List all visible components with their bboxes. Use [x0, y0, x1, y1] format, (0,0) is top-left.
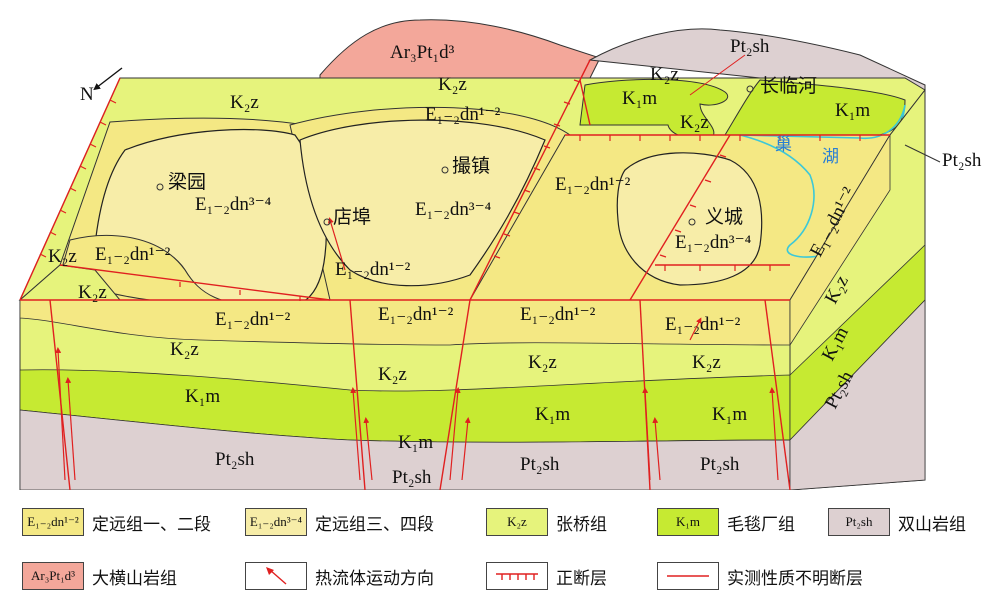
legend-text-ar3pt1d3: 大横山岩组 [92, 568, 177, 589]
legend: E₁₋₂dn¹⁻² 定远组一、二段 E₁₋₂dn³⁻⁴ 定远组三、四段 K₂z … [0, 495, 1000, 606]
legend-text-normal-fault: 正断层 [556, 568, 607, 589]
place-dianbu: 店埠 [333, 206, 371, 228]
e-dn34-sazhen [299, 119, 546, 287]
lake-hu: 湖 [822, 147, 839, 167]
lake-chao: 巢 [775, 135, 792, 155]
label-front-dn12-2: E₁₋₂dn¹⁻² [378, 304, 454, 325]
legend-swatch-k1m: K₁m [657, 508, 719, 536]
heat-flow-arrows [55, 217, 779, 481]
legend-text-k2z: 张桥组 [556, 514, 607, 535]
label-k1m-top2: K₁m [835, 100, 870, 121]
geologic-block-diagram: N Ar₃Pt₁d³ Pt₂sh Pt₂sh K₂z K₂z K₂z K₂z K… [18, 19, 982, 490]
label-dn12-top: E₁₋₂dn¹⁻² [425, 104, 501, 125]
legend-swatch-ar3pt1d3: Ar₃Pt₁d³ [22, 562, 84, 590]
legend-swatch-normal-fault [486, 562, 548, 590]
legend-text-pt2sh: 双山岩组 [898, 514, 966, 535]
label-front-k1m-3: K₁m [535, 404, 570, 425]
legend-swatch-dn34: E₁₋₂dn³⁻⁴ [245, 508, 307, 536]
legend-text-k1m: 毛毯厂组 [727, 514, 795, 535]
place-sazhen: 撮镇 [452, 155, 490, 177]
place-changlinhe: 长临河 [760, 75, 817, 97]
label-dn34-liangyuan: E₁₋₂dn³⁻⁴ [195, 194, 272, 215]
ar3pt1d3-outcrop [319, 19, 601, 79]
dianbu-marker [323, 218, 331, 226]
legend-text-heat-flow: 热流体运动方向 [315, 568, 434, 589]
legend-text-fault: 实测性质不明断层 [727, 568, 863, 589]
label-front-pt2sh-2: Pt₂sh [392, 467, 432, 488]
legend-item-dn12: E₁₋₂dn¹⁻² 定远组一、二段 [22, 507, 211, 537]
legend-item-ar3pt1d3: Ar₃Pt₁d³ 大横山岩组 [22, 561, 177, 591]
front-pt2sh-band [19, 409, 791, 490]
legend-item-k1m: K₁m 毛毯厂组 [657, 507, 795, 537]
label-front-k2z-2: K₂z [378, 364, 407, 385]
legend-item-dn34: E₁₋₂dn³⁻⁴ 定远组三、四段 [245, 507, 434, 537]
legend-swatch-fault [657, 562, 719, 590]
front-dn12-band [19, 299, 791, 346]
label-dn34-sazhen: E₁₋₂dn³⁻⁴ [415, 199, 492, 220]
yicheng-marker [688, 218, 696, 226]
label-front-k1m-2: K₁m [398, 432, 433, 453]
label-pt2sh-top: Pt₂sh [730, 36, 770, 57]
label-k2z-west2: K₂z [78, 282, 107, 303]
north-arrow-icon [93, 67, 123, 91]
label-dn12-west: E₁₋₂dn¹⁻² [95, 244, 171, 265]
label-k2z-top1: K₂z [230, 92, 259, 113]
sazhen-marker [441, 166, 449, 174]
label-front-k2z-1: K₂z [170, 339, 199, 360]
legend-swatch-k2z: K₂z [486, 508, 548, 536]
legend-item-normal-fault: 正断层 [486, 561, 607, 591]
label-front-pt2sh-4: Pt₂sh [700, 454, 740, 475]
label-front-pt2sh-3: Pt₂sh [520, 454, 560, 475]
heat-flow-arrow-icon [266, 567, 287, 585]
side-dn12-band [789, 133, 891, 347]
normal-fault-icon [496, 573, 538, 580]
liangyuan-marker [156, 183, 164, 191]
label-front-k1m-1: K₁m [185, 386, 220, 407]
label-k2z-top3: K₂z [650, 64, 679, 85]
label-front-pt2sh-1: Pt₂sh [215, 449, 255, 470]
changlinhe-marker [746, 85, 754, 93]
legend-text-dn34: 定远组三、四段 [315, 514, 434, 535]
e-dn34-yicheng [616, 152, 763, 286]
legend-item-heat-flow: 热流体运动方向 [245, 561, 434, 591]
side-pt2sh-band [789, 299, 926, 490]
legend-swatch-heat-flow [245, 562, 307, 590]
label-front-k1m-4: K₁m [712, 404, 747, 425]
pt2sh-leader-top [689, 54, 746, 96]
label-front-dn12-3: E₁₋₂dn¹⁻² [520, 304, 596, 325]
legend-swatch-pt2sh: Pt₂sh [828, 508, 890, 536]
label-dn12-center: E₁₋₂dn¹⁻² [335, 259, 411, 280]
pt2sh-leader-right [904, 144, 941, 163]
label-front-k2z-4: K₂z [692, 352, 721, 373]
legend-swatch-dn12: E₁₋₂dn¹⁻² [22, 508, 84, 536]
legend-item-pt2sh: Pt₂sh 双山岩组 [828, 507, 966, 537]
label-k2z-top4: K₂z [680, 112, 709, 133]
normal-fault-ticks [39, 79, 861, 301]
label-front-k2z-3: K₂z [528, 352, 557, 373]
label-dn34-yicheng: E₁₋₂dn³⁻⁴ [675, 232, 752, 253]
label-ar3pt1d3: Ar₃Pt₁d³ [390, 42, 455, 63]
label-dn12-east: E₁₋₂dn¹⁻² [555, 174, 631, 195]
label-front-dn12-1: E₁₋₂dn¹⁻² [215, 309, 291, 330]
label-k2z-top2: K₂z [438, 74, 467, 95]
legend-item-fault: 实测性质不明断层 [657, 561, 863, 591]
north-label: N [80, 84, 94, 105]
label-k1m-top1: K₁m [622, 88, 657, 109]
legend-text-dn12: 定远组一、二段 [92, 514, 211, 535]
place-liangyuan: 梁园 [168, 171, 206, 193]
label-pt2sh-right: Pt₂sh [942, 150, 982, 171]
label-front-dn12-4: E₁₋₂dn¹⁻² [665, 314, 741, 335]
legend-item-k2z: K₂z 张桥组 [486, 507, 607, 537]
fault-line-icon [667, 575, 709, 577]
place-yicheng: 义城 [705, 206, 743, 228]
label-k2z-west1: K₂z [48, 246, 77, 267]
normal-faults [19, 59, 890, 301]
